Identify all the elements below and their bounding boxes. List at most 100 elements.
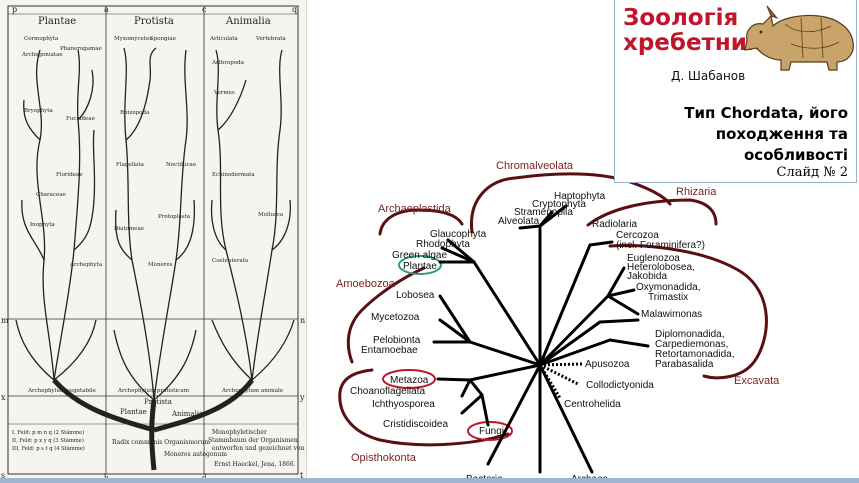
leaf-jakobida: Jakobida	[627, 271, 667, 282]
haeckel-trunk-animalia: Animalia	[171, 410, 203, 418]
leaf-entamoebae: Entamoebae	[361, 345, 418, 356]
course-title-line-2: хребетних	[623, 30, 762, 56]
leaf-carpediemonas: Carpediemonas,	[655, 339, 728, 350]
tree-branches	[432, 204, 650, 474]
course-title: Зоологія хребетних	[623, 6, 762, 56]
leaf-pelobionta: Pelobionta	[373, 335, 421, 346]
slide-subtitle: Тип Chordata, його походження та особлив…	[618, 103, 848, 166]
haeckel-group-protoplasta: Protoplasta	[158, 214, 191, 220]
leaf-green-algae: Green algae	[392, 250, 447, 261]
haeckel-group-flagellata: Flagellata	[116, 162, 145, 168]
leaf-parabasalida: Parabasalida	[655, 359, 714, 370]
haeckel-group-bryophyta: Bryophyta	[24, 108, 53, 114]
label-rhizaria: Rhizaria	[676, 186, 717, 198]
leaf-malawimonas: Malawimonas	[641, 309, 702, 320]
leaf-collodictyonida: Collodictyonida	[586, 380, 654, 391]
haeckel-group-arthropoda: Arthropoda	[211, 60, 245, 66]
haeckel-letter-s: s	[1, 471, 5, 480]
leaf-plantae: Plantae	[403, 261, 437, 272]
label-chromalveolata: Chromalveolata	[496, 160, 574, 172]
haeckel-group-noctilucae: Noctilucae	[166, 162, 196, 168]
leaf-ichthyosporea: Ichthyosporea	[372, 399, 435, 410]
leaf-cryptophyta: Cryptophyta	[532, 199, 586, 210]
haeckel-letter-a: a	[104, 5, 109, 14]
plantae-highlight-circle	[398, 255, 442, 275]
leaf-glaucophyta: Glaucophyta	[430, 229, 487, 240]
haeckel-group-moneres: Moneres	[148, 262, 173, 268]
leaf-cercozoa: Cercozoa	[616, 230, 659, 241]
haeckel-trunk-plantae: Plantae	[120, 408, 147, 416]
haeckel-group-characeae: Characeae	[36, 192, 66, 198]
haeckel-caption-line-3: entworfen und gezeichnet von	[212, 445, 304, 452]
leaf-mycetozoa: Mycetozoa	[371, 312, 420, 323]
slide-subtitle-line-2: походження та особливості	[715, 125, 848, 164]
haeckel-group-archegoniatae: Archegoniatae	[21, 52, 63, 58]
haeckel-root-label: Radix communis Organismorum	[112, 439, 210, 446]
haeckel-group-vermes: Vermes	[213, 90, 235, 96]
label-excavata: Excavata	[734, 375, 780, 387]
title-box: Зоологія хребетних Д. Шабанов Тип Chorda…	[614, 0, 857, 183]
haeckel-tree-figure: p a c q m x s n y t b d Plantae Protista…	[0, 0, 307, 483]
haeckel-letter-y: y	[299, 393, 305, 402]
haeckel-letter-m: m	[1, 316, 9, 325]
haeckel-legend-line-3: III, Feld: p s t q (4 Stämme)	[12, 445, 85, 452]
leaf-apusozoa: Apusozoa	[585, 359, 630, 370]
haeckel-letter-c: c	[202, 5, 207, 14]
haeckel-branches	[15, 47, 295, 401]
slide-number: Слайд № 2	[776, 165, 848, 180]
haeckel-group-spongiae: Spongiae	[150, 36, 176, 42]
fungi-highlight-circle	[467, 421, 513, 441]
leaf-choanoflagellata: Choanoflagellata	[350, 386, 425, 397]
course-title-line-1: Зоологія	[623, 5, 739, 31]
haeckel-group-echinodermata: Echinodermata	[212, 172, 255, 178]
label-amoebozoa: Amoebozoa	[336, 278, 396, 290]
metazoa-highlight-circle	[382, 369, 436, 389]
rhinoceros-engraving-icon	[744, 5, 854, 71]
haeckel-legend-line-2: II, Feld: p x y q (3 Stämme)	[12, 437, 84, 444]
haeckel-kingdom-animalia: Animalia	[225, 16, 271, 27]
haeckel-group-myxomycetes: Myxomycetes	[114, 36, 152, 42]
haeckel-group-coelenterata: Coelenterata	[212, 258, 249, 264]
supergroup-brackets	[338, 172, 768, 447]
haeckel-letter-n: n	[300, 316, 305, 325]
haeckel-legend-line-1: I, Feld: p m n q (2 Stämme)	[12, 429, 84, 436]
haeckel-letter-q: q	[292, 5, 297, 14]
leaf-centrohelida: Centrohelida	[564, 399, 621, 410]
haeckel-caption-line-2: Stammbaum der Organismen	[208, 437, 298, 444]
leaf-fungi: Fungi	[479, 426, 504, 437]
haeckel-caption-line-1: Monophyletischer	[212, 429, 267, 436]
haeckel-group-archephyta: Archephyta	[69, 262, 103, 268]
leaf-foraminifera: (incl. Foraminifera?)	[616, 240, 705, 251]
label-archaeplastida: Archaeplastida	[378, 203, 452, 215]
leaf-cristidiscoidea: Cristidiscoidea	[383, 419, 448, 430]
haeckel-kingdom-plantae: Plantae	[38, 16, 76, 27]
bottom-bar	[0, 478, 859, 483]
haeckel-group-fucoideae: Fucoideae	[66, 116, 95, 122]
haeckel-group-florideae: Florideae	[56, 172, 83, 178]
haeckel-base-vegetabile: Archephylum vegetabile	[27, 388, 96, 394]
label-opisthokonta: Opisthokonta	[351, 452, 417, 464]
leaf-euglenozoa: Euglenozoa	[627, 253, 680, 264]
haeckel-group-articulata: Articulata	[209, 36, 238, 42]
haeckel-group-vertebrata: Vertebrata	[255, 36, 286, 42]
haeckel-tree-drawing: p a c q m x s n y t b d Plantae Protista…	[1, 5, 305, 482]
author: Д. Шабанов	[671, 69, 746, 83]
uncertain-branches	[538, 362, 583, 399]
leaf-radiolaria: Radiolaria	[592, 219, 637, 230]
haeckel-group-cormophyta: Cormophyta	[24, 36, 59, 42]
leaf-retortamonadida: Retortamonadida,	[655, 349, 735, 360]
leaf-stramenopila: Stramenopila	[514, 207, 573, 218]
haeckel-letter-x: x	[1, 393, 6, 402]
leaf-oxymonadida: Oxymonadida,	[636, 282, 700, 293]
haeckel-group-phanerogamae: Phanerogamae	[60, 46, 102, 52]
leaf-lobosea: Lobosea	[396, 290, 435, 301]
leaf-trimastix: Trimastix	[648, 292, 688, 303]
haeckel-caption-line-4: Ernst Haeckel, Jena, 1866.	[214, 461, 296, 468]
haeckel-moneres-label: Moneres autogonum	[164, 451, 227, 458]
leaf-alveolata: Alveolata	[498, 216, 540, 227]
haeckel-base-animale: Archephylum animale	[221, 388, 283, 394]
haeckel-base-protisticum: Archephylum protisticum	[117, 388, 190, 394]
haeckel-kingdom-protista: Protista	[134, 16, 174, 27]
